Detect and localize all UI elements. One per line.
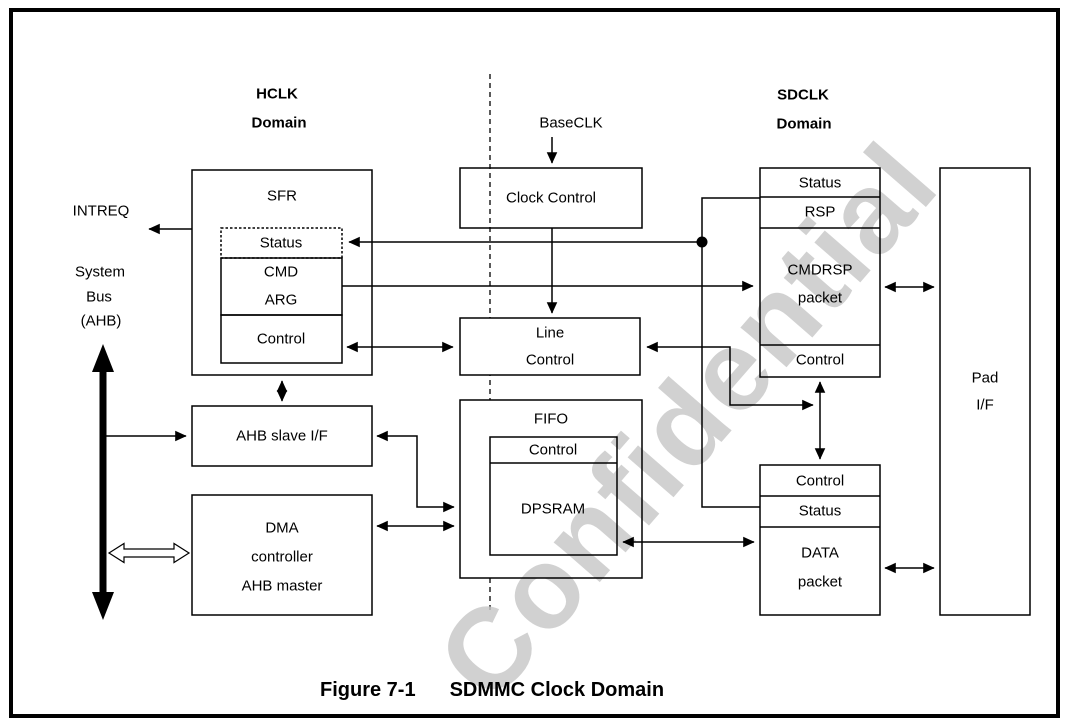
cmdrsp-packet-label-line2: packet [797,289,843,307]
line-control-to-control-link-arrow [646,341,814,411]
dma-label-line2: controller [251,548,313,566]
system-bus-arrowhead-down [92,592,114,620]
line-control-box [459,317,641,376]
figure-caption-number: Figure 7-1 [320,679,416,701]
line-control-label-line1: Line [535,324,565,342]
ahb-slave-label: AHB slave I/F [236,427,328,445]
data-packet-label-line1: DATA [801,544,839,562]
system-bus-label-line3: (AHB) [80,312,122,330]
cmdrsp-packet-label-line1: CMDRSP [787,261,853,279]
sfr-title: SFR [267,187,297,205]
ahb-slave-box [191,405,373,467]
sfr-status-label: Status [259,234,303,252]
sfr-cmd-label: CMD [263,263,299,281]
cmdrsp-control-label: Control [795,351,845,369]
cmdrsp-box [759,167,881,378]
cmdrsp-status-label: Status [798,174,842,192]
dpsram-label: DPSRAM [520,500,586,518]
status-net-line [701,197,760,508]
dma-label-line3: AHB master [241,577,323,595]
system-bus-arrow [92,344,114,620]
system-bus-label-line1: System [74,263,126,281]
hclk-domain-label-line1: HCLK [256,85,298,103]
system-bus-label-line2: Bus [86,288,112,306]
hclk-domain-label-line2: Domain [251,114,307,132]
pad-if-label-line1: Pad [971,369,999,387]
pad-if-label-line2: I/F [976,396,994,414]
fifo-inner-box [489,436,618,556]
intreq-label: INTREQ [72,202,130,220]
clock-control-label: Clock Control [505,189,597,207]
sfr-box [191,169,373,376]
page-border-frame [9,8,1060,718]
line-control-label-line2: Control [525,351,575,369]
dma-box [191,494,373,616]
sfr-control-label: Control [256,330,306,348]
data-status-label: Status [798,502,842,520]
bus-dma-hollow-arrow [107,542,191,564]
sfr-arg-label: ARG [264,291,298,309]
pad-if-box [939,167,1031,616]
figure-caption-title: SDMMC Clock Domain [449,679,665,701]
baseclk-label: BaseCLK [539,114,603,132]
status-net-junction-dot [696,236,708,248]
data-packet-box [759,464,881,616]
clock-control-box [459,167,643,229]
data-control-label: Control [795,472,845,490]
data-packet-label-line2: packet [797,573,843,591]
sdclk-domain-label-line1: SDCLK [777,86,829,104]
sfr-control-box [220,314,343,364]
dma-label-line1: DMA [265,519,299,537]
fifo-title: FIFO [533,410,569,428]
line-control-fill [460,318,640,375]
sdclk-domain-label-line2: Domain [776,115,832,133]
system-bus-arrowhead-up [92,344,114,372]
fifo-control-label: Control [528,441,578,459]
fifo-box [459,399,643,579]
cmdrsp-rsp-label: RSP [804,203,836,221]
figure-caption: Figure 7-1 SDMMC Clock Domain [320,679,664,702]
ahb-slave-to-fifo-arrow [376,430,455,513]
